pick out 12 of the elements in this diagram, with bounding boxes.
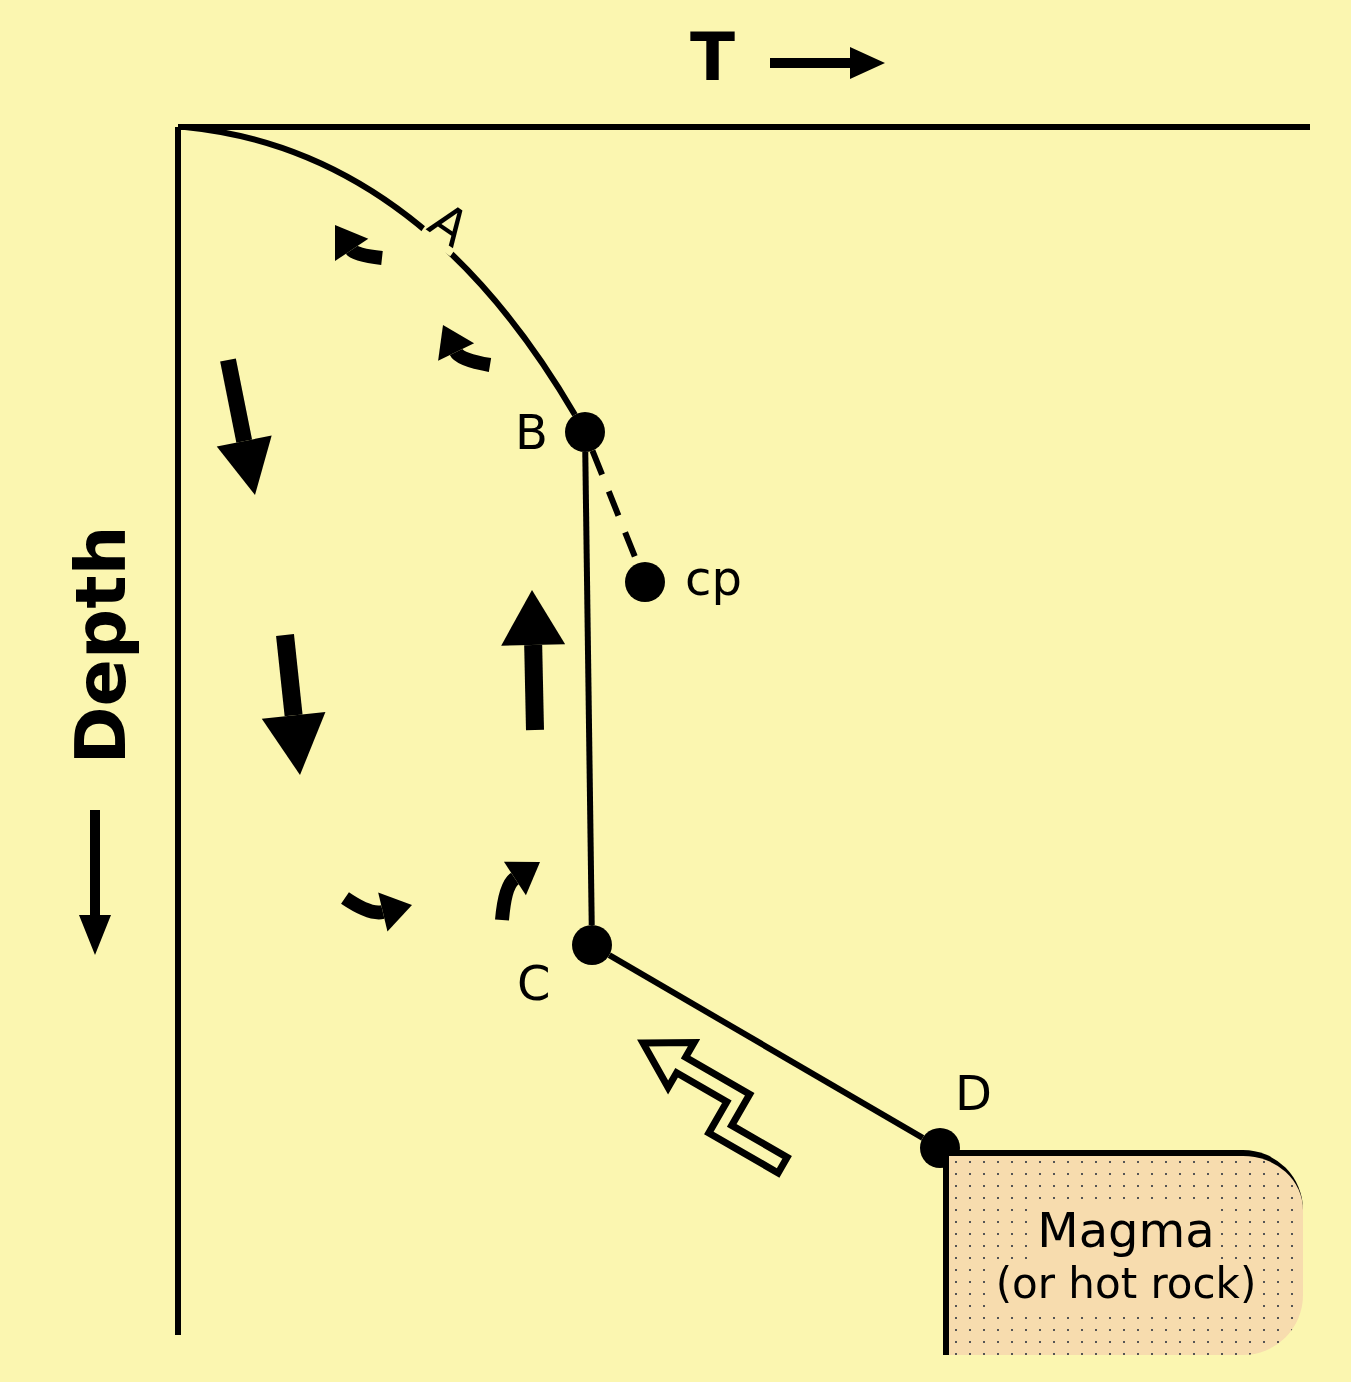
point-marker [565,412,605,452]
point-marker [625,562,665,602]
curve-line [184,124,578,417]
point-label: B [515,408,548,456]
axis-label: T [690,25,736,91]
profile-line [607,952,925,1141]
axis-label: Depth [66,525,137,765]
point-marker [572,925,612,965]
point-label: D [955,1069,992,1117]
point-label: C [517,959,551,1007]
magma-body [943,1150,1303,1355]
profile-line [582,451,595,926]
